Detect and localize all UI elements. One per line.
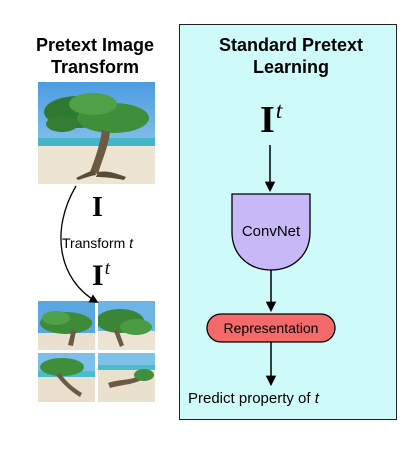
transformed-image-symbol: It [92, 258, 110, 293]
transformed-symbol-letter: I [92, 259, 104, 292]
input-symbol-letter: I [260, 99, 275, 141]
transform-arrow [60, 185, 99, 303]
convnet-label: ConvNet [242, 223, 301, 240]
transform-label-text: Transform [62, 235, 126, 251]
transformed-tile-4 [98, 353, 155, 402]
representation-label: Representation [224, 320, 319, 336]
prediction-label-text: Predict property of [188, 390, 311, 407]
transformed-symbol-superscript: t [104, 258, 110, 279]
right-title-line-1: Standard Pretext [218, 35, 364, 55]
image-symbol: I [92, 192, 103, 224]
transformed-tile-2 [98, 301, 155, 350]
tree-beach-photo [38, 82, 155, 184]
transformed-tile-1 [38, 301, 95, 350]
prediction-label-variable: t [314, 390, 319, 407]
right-panel-title: Standard Pretext Learning [182, 34, 400, 78]
convnet-node [231, 193, 311, 271]
image-symbol-letter: I [92, 192, 103, 223]
prediction-label: Predict property of t [188, 390, 319, 407]
right-title-line-2: Learning [252, 57, 329, 77]
original-image [38, 82, 155, 184]
left-title-line-2: Transform [50, 57, 140, 77]
transformed-tile-3 [38, 353, 95, 402]
left-panel-title: Pretext Image Transform [26, 34, 164, 78]
input-symbol-superscript: t [275, 98, 283, 125]
left-title-line-1: Pretext Image [35, 35, 155, 55]
transform-label-variable: t [129, 235, 134, 251]
transform-label: Transform t [62, 235, 133, 251]
input-image-symbol: It [260, 98, 282, 142]
